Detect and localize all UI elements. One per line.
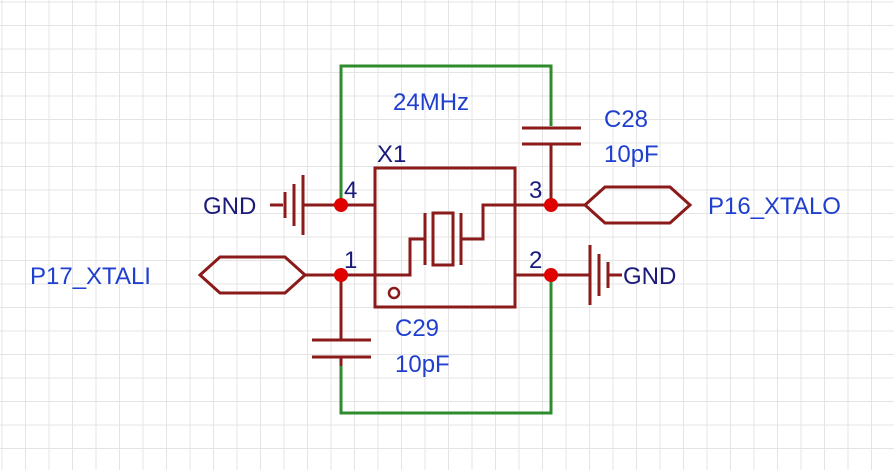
capacitor-c29-symbol[interactable] xyxy=(312,275,371,366)
capacitor-c28-designator: C28 xyxy=(604,106,648,133)
junction-pin-4[interactable] xyxy=(334,198,348,212)
green-wires xyxy=(339,64,553,415)
crystal-designator-label: X1 xyxy=(377,141,406,168)
crystal-x1-symbol[interactable] xyxy=(373,166,517,309)
junction-pin-2[interactable] xyxy=(544,268,558,282)
pin-2-number: 2 xyxy=(529,247,542,274)
net-label-p16-xtalo: P16_XTALO xyxy=(708,193,841,220)
wire-top-loop[interactable] xyxy=(339,64,553,205)
capacitor-c29-designator: C29 xyxy=(395,315,439,342)
ground-symbol-right[interactable] xyxy=(578,245,622,305)
net-label-p17-xtali: P17_XTALI xyxy=(30,263,151,290)
net-port-p16-xtalo[interactable] xyxy=(582,185,693,225)
ground-symbol-left[interactable] xyxy=(270,175,316,235)
junction-pin-3[interactable] xyxy=(544,198,558,212)
capacitor-c28-value: 10pF xyxy=(604,141,659,168)
labels: 24MHz X1 C28 10pF C29 10pF 4 3 1 2 GND G… xyxy=(30,89,841,378)
component-wires xyxy=(197,126,693,366)
pin-1-number: 1 xyxy=(344,247,357,274)
capacitor-c28-symbol[interactable] xyxy=(522,126,581,205)
junctions xyxy=(334,198,558,282)
ground-label-left: GND xyxy=(203,193,256,220)
pin-4-number: 4 xyxy=(344,177,357,204)
ground-label-right: GND xyxy=(623,263,676,290)
junction-pin-1[interactable] xyxy=(334,268,348,282)
wire-bottom-loop[interactable] xyxy=(339,276,553,415)
net-port-p17-xtali[interactable] xyxy=(197,255,308,295)
capacitor-c29-value: 10pF xyxy=(395,351,450,378)
crystal-value-label: 24MHz xyxy=(393,89,469,116)
pin-3-number: 3 xyxy=(529,177,542,204)
